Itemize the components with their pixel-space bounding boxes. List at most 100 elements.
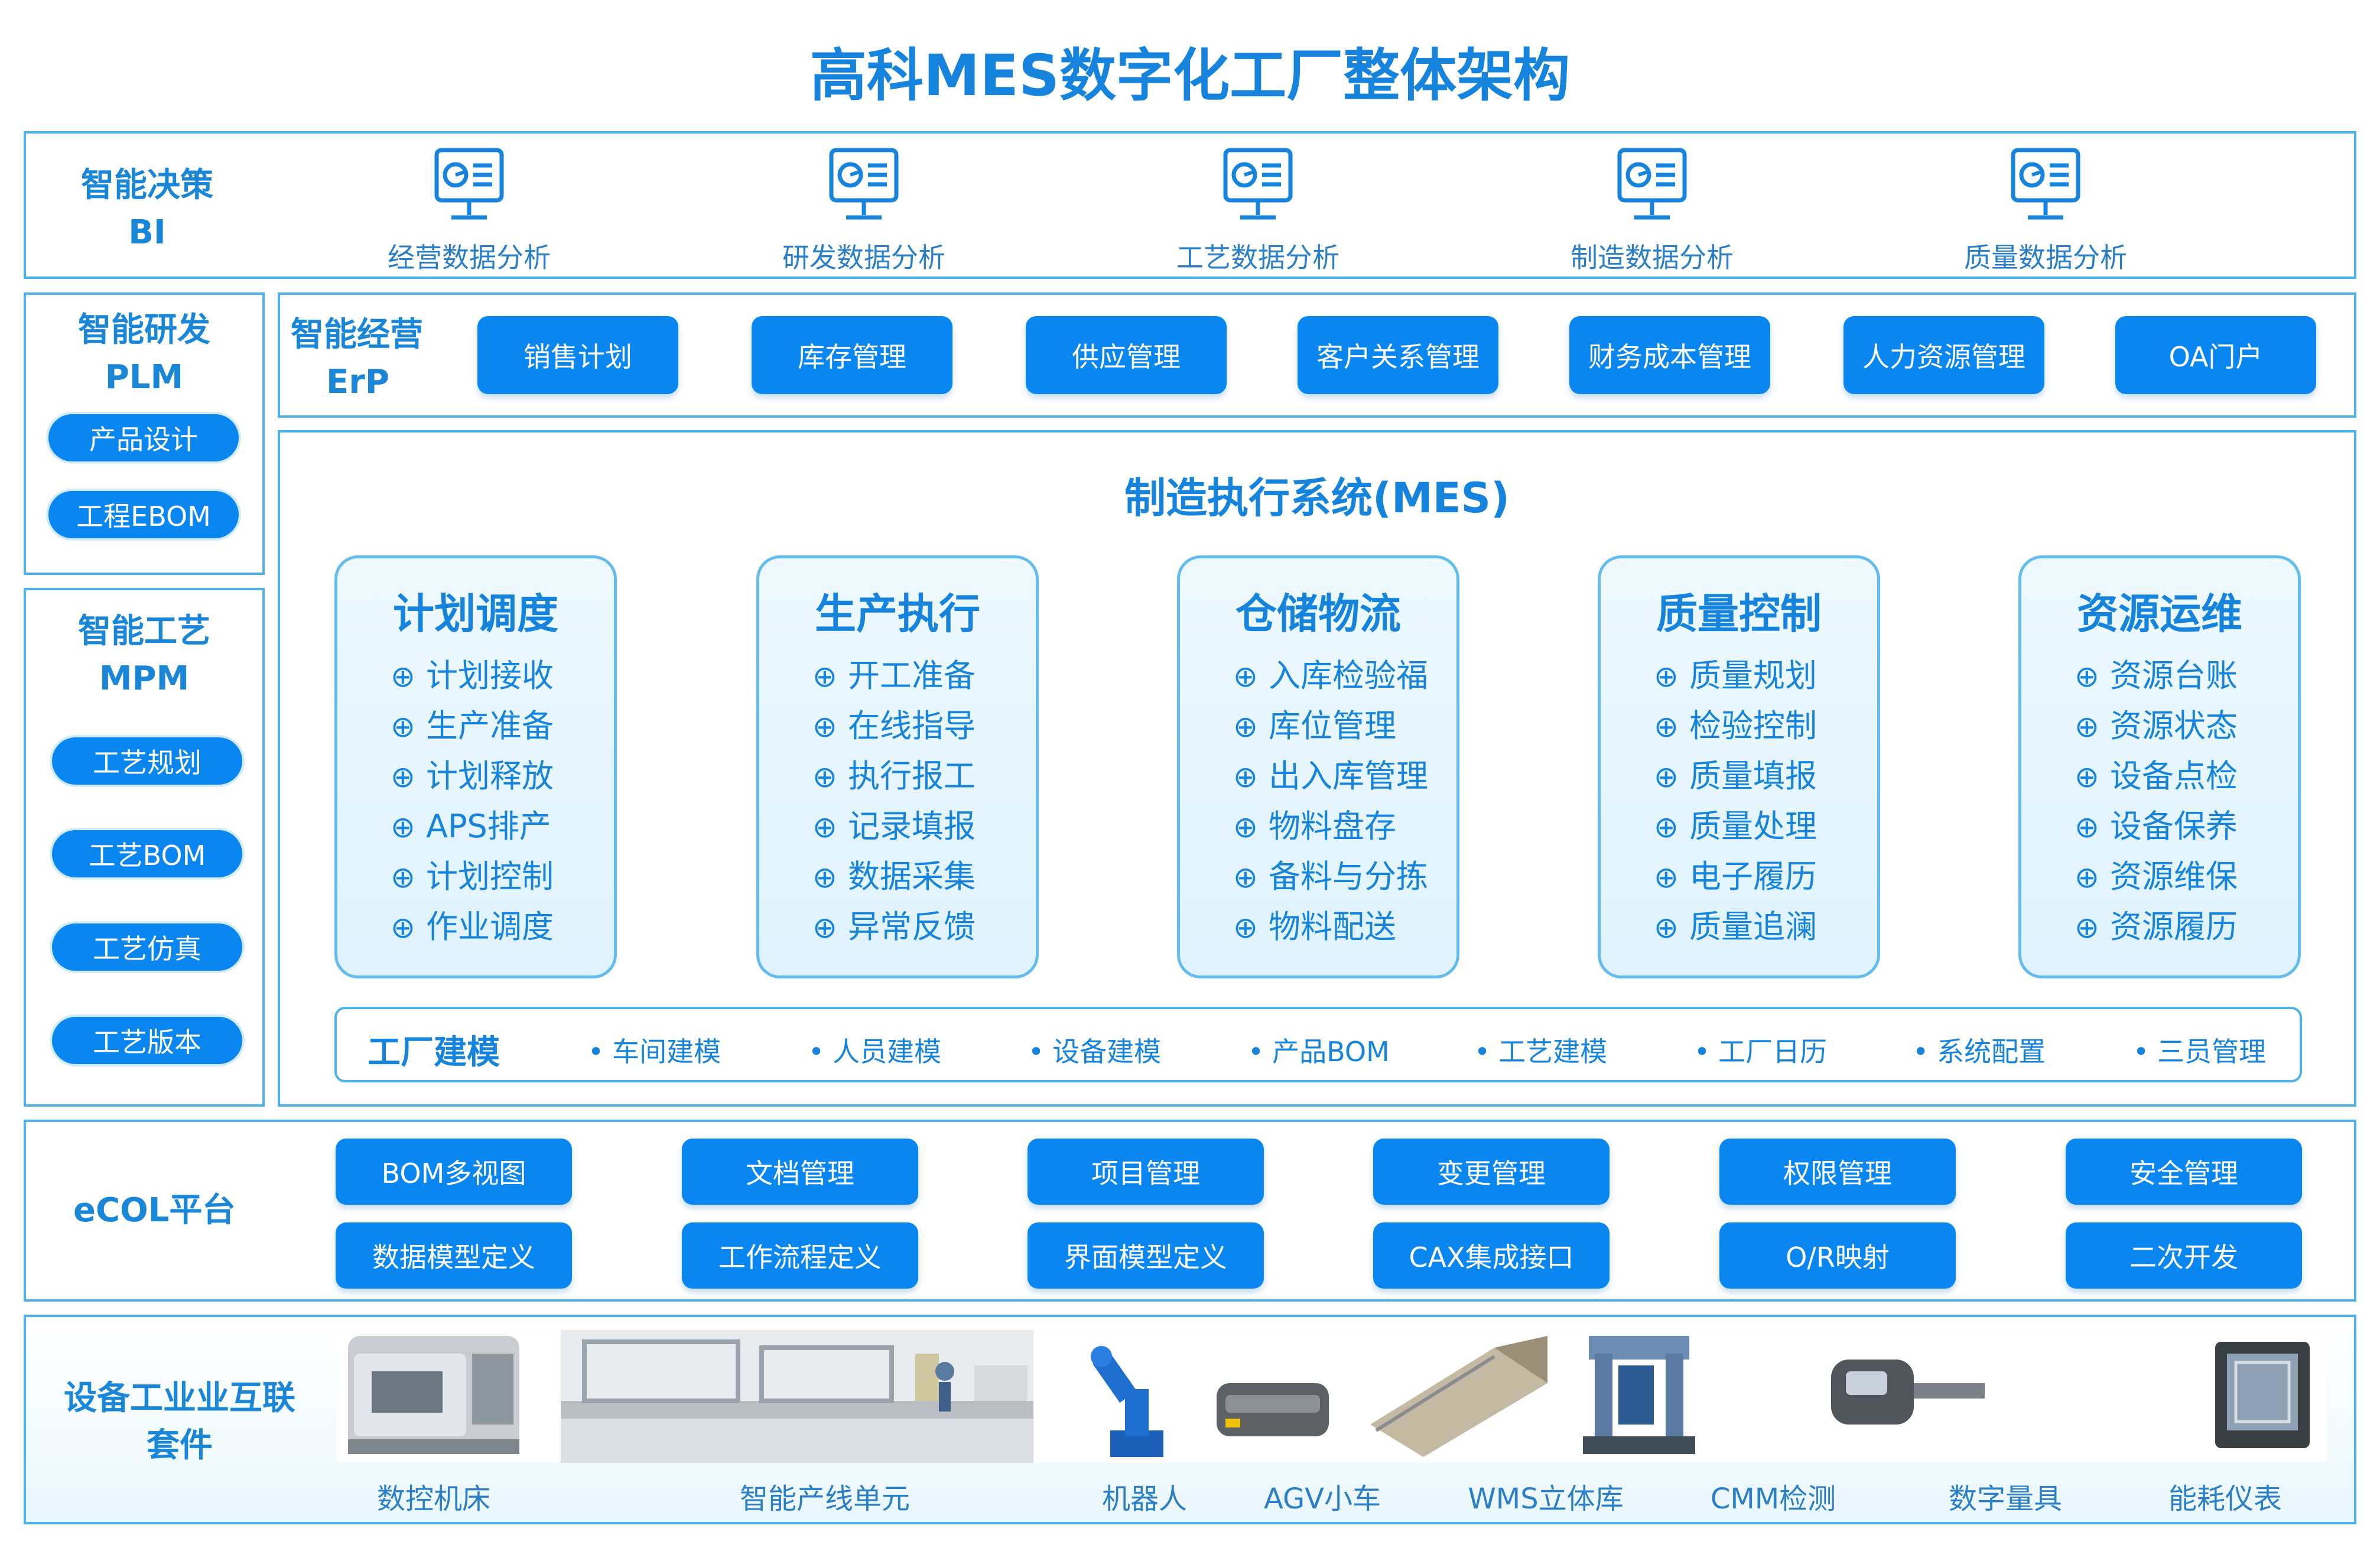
bi-item[interactable]: 研发数据分析 <box>752 145 976 275</box>
plm-item-button[interactable]: 产品设计 <box>46 412 241 464</box>
ecol-button[interactable]: BOM多视图 <box>336 1139 572 1205</box>
bullet-dot-icon: • <box>1694 1036 1711 1068</box>
ecol-button[interactable]: O/R映射 <box>1719 1222 1956 1289</box>
bi-item[interactable]: 经营数据分析 <box>357 145 581 275</box>
ecol-button[interactable]: 界面模型定义 <box>1028 1222 1264 1289</box>
plus-circle-icon: ⊕ <box>1233 659 1258 694</box>
module-item[interactable]: ⊕质量规划 <box>1654 651 1877 701</box>
erp-item-button[interactable]: 库存管理 <box>752 316 952 394</box>
factory-item[interactable]: •系统配置 <box>1913 1030 2046 1069</box>
module-item-label: 设备保养 <box>2110 808 2238 845</box>
module-item[interactable]: ⊕库位管理 <box>1233 701 1456 752</box>
plus-circle-icon: ⊕ <box>2075 760 2099 794</box>
module-item[interactable]: ⊕质量填报 <box>1654 752 1877 802</box>
bi-item[interactable]: 质量数据分析 <box>1933 145 2158 275</box>
module-item[interactable]: ⊕数据采集 <box>812 852 1036 902</box>
factory-item[interactable]: •产品BOM <box>1248 1030 1390 1069</box>
bi-item[interactable]: 制造数据分析 <box>1540 145 1764 275</box>
plm-label: 智能研发 PLM <box>78 311 210 396</box>
module-item-label: 出入库管理 <box>1269 757 1428 795</box>
erp-item-button[interactable]: 财务成本管理 <box>1569 316 1770 394</box>
mes-module: 质量控制⊕质量规划⊕检验控制⊕质量填报⊕质量处理⊕电子履历⊕质量追澜 <box>1598 555 1880 978</box>
ecol-button[interactable]: 变更管理 <box>1373 1139 1610 1205</box>
ecol-button[interactable]: 文档管理 <box>682 1139 918 1205</box>
module-item[interactable]: ⊕记录填报 <box>812 802 1036 852</box>
equipment-label: 能耗仪表 <box>2168 1482 2282 1516</box>
module-item-label: 设备点检 <box>2110 757 2238 795</box>
module-item[interactable]: ⊕ 设备点检 <box>2075 752 2298 802</box>
ecol-button[interactable]: 二次开发 <box>2066 1222 2302 1289</box>
module-item[interactable]: ⊕资源维保 <box>2075 852 2298 902</box>
mpm-item-button[interactable]: 工艺仿真 <box>50 921 245 973</box>
erp-item-button[interactable]: 人力资源管理 <box>1843 316 2044 394</box>
mes-title: 制造执行系统(MES) <box>1124 474 1510 522</box>
module-item[interactable]: ⊕APS排产 <box>391 802 614 852</box>
module-item-label: 质量追澜 <box>1689 908 1817 945</box>
factory-item[interactable]: •工厂日历 <box>1694 1030 1827 1069</box>
erp-item-button[interactable]: 供应管理 <box>1026 316 1227 394</box>
module-item-label: 作业调度 <box>426 908 554 945</box>
factory-item[interactable]: •三员管理 <box>2133 1030 2266 1069</box>
erp-item-button[interactable]: OA门户 <box>2115 316 2316 394</box>
module-item[interactable]: ⊕物料盘存 <box>1233 802 1456 852</box>
module-item[interactable]: ⊕异常反馈 <box>812 902 1036 952</box>
module-item[interactable]: ⊕质量处理 <box>1654 802 1877 852</box>
plus-circle-icon: ⊕ <box>1654 710 1679 744</box>
module-item[interactable]: ⊕检验控制 <box>1654 701 1877 752</box>
equipment-label: 数字量具 <box>1948 1482 2062 1516</box>
module-item[interactable]: ⊕在线指导 <box>812 701 1036 752</box>
plus-circle-icon: ⊕ <box>391 810 415 844</box>
monitor-chart-icon <box>1223 148 1293 220</box>
module-item[interactable]: ⊕资源状态 <box>2075 701 2298 752</box>
module-item[interactable]: ⊕执行报工 <box>812 752 1036 802</box>
mpm-item-button[interactable]: 工艺规划 <box>50 735 245 787</box>
ecol-button[interactable]: 权限管理 <box>1719 1139 1956 1205</box>
module-item[interactable]: ⊕备料与分拣 <box>1233 852 1456 902</box>
factory-item-label: 人员建模 <box>833 1036 942 1068</box>
mpm-item-button[interactable]: 工艺BOM <box>50 828 245 880</box>
production-line-image <box>561 1330 1033 1463</box>
module-item[interactable]: ⊕计划释放 <box>391 752 614 802</box>
plus-circle-icon: ⊕ <box>812 910 837 945</box>
module-item[interactable]: ⊕开工准备 <box>812 651 1036 701</box>
ecol-button[interactable]: CAX集成接口 <box>1373 1222 1610 1289</box>
mpm-item-button[interactable]: 工艺版本 <box>50 1014 245 1066</box>
plus-circle-icon: ⊕ <box>391 659 415 694</box>
plm-item-button[interactable]: 工程EBOM <box>46 489 241 541</box>
erp-item-button[interactable]: 客户关系管理 <box>1298 316 1498 394</box>
module-item[interactable]: ⊕电子履历 <box>1654 852 1877 902</box>
module-item[interactable]: ⊕入库检验福 <box>1233 651 1456 701</box>
module-item[interactable]: ⊕出入库管理 <box>1233 752 1456 802</box>
plus-circle-icon: ⊕ <box>1654 760 1679 794</box>
ecol-button[interactable]: 工作流程定义 <box>682 1222 918 1289</box>
module-item-label: 执行报工 <box>848 757 976 795</box>
equipment-label: AGV小车 <box>1263 1482 1381 1516</box>
bullet-dot-icon: • <box>808 1036 825 1068</box>
module-item[interactable]: ⊕作业调度 <box>391 902 614 952</box>
module-item-label: 资源维保 <box>2110 858 2238 895</box>
module-item[interactable]: ⊕资源台账 <box>2075 651 2298 701</box>
module-title: 生产执行 <box>815 590 980 638</box>
ecol-panel: eCOL平台 BOM多视图文档管理项目管理变更管理权限管理安全管理数据模型定义工… <box>24 1120 2356 1302</box>
agv-image <box>1217 1383 1329 1436</box>
module-item[interactable]: ⊕资源履历 <box>2075 902 2298 952</box>
ecol-button[interactable]: 数据模型定义 <box>336 1222 572 1289</box>
factory-item[interactable]: •人员建模 <box>808 1030 941 1069</box>
factory-item[interactable]: •工艺建模 <box>1474 1030 1607 1069</box>
module-item[interactable]: ⊕设备保养 <box>2075 802 2298 852</box>
factory-item[interactable]: •车间建模 <box>588 1030 721 1069</box>
module-item[interactable]: ⊕物料配送 <box>1233 902 1456 952</box>
module-item[interactable]: ⊕ 质量追澜 <box>1654 902 1877 952</box>
equipment-strip <box>336 1330 2327 1463</box>
equipment-label: 机器人 <box>1101 1482 1187 1516</box>
module-item[interactable]: ⊕生产准备 <box>391 701 614 752</box>
erp-item-button[interactable]: 销售计划 <box>477 316 678 394</box>
module-item[interactable]: ⊕计划控制 <box>391 852 614 902</box>
factory-item[interactable]: •设备建模 <box>1028 1030 1161 1069</box>
ecol-button[interactable]: 项目管理 <box>1028 1139 1264 1205</box>
module-item[interactable]: ⊕计划接收 <box>391 651 614 701</box>
plus-circle-icon: ⊕ <box>1654 910 1679 945</box>
bi-item[interactable]: 工艺数据分析 <box>1146 145 1370 275</box>
module-item-label: 资源台账 <box>2110 657 2238 694</box>
ecol-button[interactable]: 安全管理 <box>2066 1139 2302 1205</box>
